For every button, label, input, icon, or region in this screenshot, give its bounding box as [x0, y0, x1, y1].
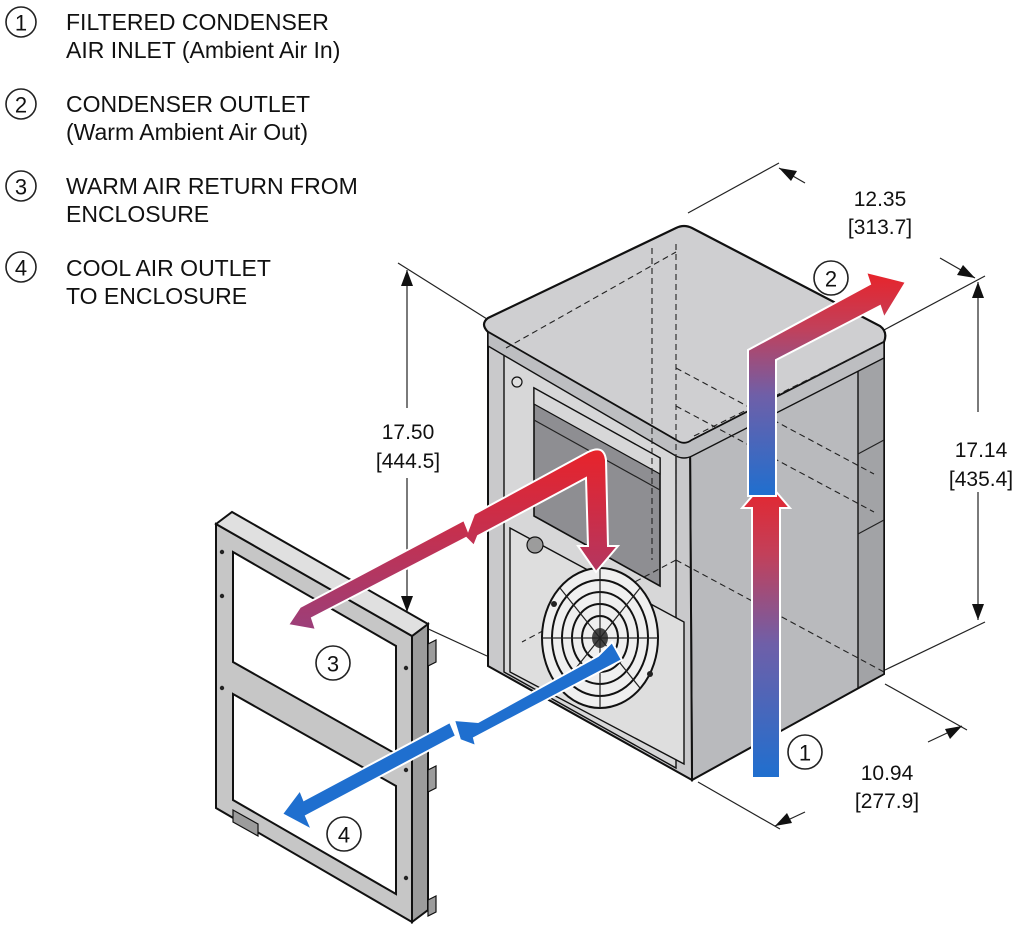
- legend-line-1: CONDENSER OUTLET: [66, 91, 310, 117]
- legend-line-1: FILTERED CONDENSER: [66, 9, 329, 35]
- legend-number: 1: [15, 11, 27, 36]
- dimension-arrowhead: [957, 265, 975, 278]
- depth-dimension-mm: [313.7]: [848, 216, 912, 239]
- callout-number: 2: [825, 267, 837, 292]
- panel-seam: [857, 519, 885, 535]
- legend-item-1: 1 FILTERED CONDENSER AIR INLET (Ambient …: [5, 6, 340, 63]
- width-dimension-inches: 10.94: [861, 762, 914, 785]
- extension-line: [697, 781, 781, 830]
- callout-1: 1: [787, 734, 823, 770]
- callout-number: 1: [799, 741, 811, 766]
- frame-screw: [403, 665, 409, 671]
- extension-line: [687, 162, 780, 214]
- cabinet-right-flange: [857, 338, 885, 690]
- legend-item-3: 3 WARM AIR RETURN FROM ENCLOSURE: [5, 170, 358, 227]
- height-left-dimension-inches: 17.50: [382, 421, 435, 444]
- dimension-arrowhead: [401, 270, 413, 286]
- callout-number: 3: [327, 652, 339, 677]
- dimension-lines: [397, 162, 986, 830]
- height-left-dimension-mm: [444.5]: [376, 450, 440, 473]
- legend-number: 4: [15, 256, 27, 281]
- frame-clip: [427, 895, 437, 917]
- legend-number: 3: [15, 175, 27, 200]
- callout-circle: [315, 645, 351, 681]
- frame-edge: [411, 622, 429, 924]
- panel-seam: [857, 439, 885, 455]
- cool-air-outlet-arrow-upper: [452, 640, 624, 748]
- legend-line-1: WARM AIR RETURN FROM: [66, 173, 358, 199]
- depth-dimension-inches: 12.35: [854, 188, 907, 211]
- legend-item-2: 2 CONDENSER OUTLET (Warm Ambient Air Out…: [5, 88, 310, 145]
- condenser-outlet-arrow: [747, 270, 908, 497]
- legend-item-4: 4 COOL AIR OUTLET TO ENCLOSURE: [5, 251, 271, 309]
- hidden-edge: [505, 251, 677, 349]
- legend-line-1: COOL AIR OUTLET: [66, 255, 271, 281]
- legend-number-circle: [5, 251, 37, 283]
- frame-screw: [403, 875, 409, 881]
- legend-line-2: (Warm Ambient Air Out): [66, 119, 308, 145]
- callout-2: 2: [813, 260, 849, 296]
- dimension-arrowhead: [779, 168, 797, 181]
- dimension-arrowhead: [401, 596, 413, 612]
- extension-line: [397, 262, 488, 320]
- dimension-arrowhead: [972, 282, 984, 298]
- callout-circle: [326, 816, 362, 852]
- callout-3: 3: [315, 645, 351, 681]
- opening-lip: [533, 386, 661, 476]
- cool-air-outlet-arrow-lower: [280, 720, 458, 833]
- fan-bolt: [551, 601, 557, 607]
- extension-line: [883, 275, 986, 331]
- callout-circle: [787, 734, 823, 770]
- dimension-arrowhead: [972, 604, 984, 620]
- mounting-screw: [511, 376, 523, 388]
- frame-corner-tab: [232, 808, 259, 838]
- legend-number-circle: [5, 170, 37, 202]
- callout-number: 4: [338, 823, 350, 848]
- frame-clip: [427, 639, 437, 667]
- drain-port: [526, 536, 544, 554]
- fan-bolt: [647, 671, 653, 677]
- frame-screw: [219, 549, 225, 555]
- legend-line-2: ENCLOSURE: [66, 201, 209, 227]
- extension-line: [884, 683, 968, 731]
- condenser-inlet-arrow: [739, 478, 793, 779]
- dimension-labels: 12.35 [313.7] 17.14 [435.4] 17.50 [444.5…: [376, 188, 1013, 813]
- legend-number: 2: [15, 93, 27, 118]
- mounting-frame: [214, 510, 437, 924]
- frame-clip: [427, 765, 437, 793]
- legend-line-2: AIR INLET (Ambient Air In): [66, 37, 340, 63]
- legend-line-2: TO ENCLOSURE: [66, 283, 247, 309]
- callout-4: 4: [326, 816, 362, 852]
- legend-number-circle: [5, 6, 37, 38]
- width-dimension-mm: [277.9]: [855, 790, 919, 813]
- frame-screw: [219, 593, 225, 599]
- legend: 1 FILTERED CONDENSER AIR INLET (Ambient …: [5, 6, 358, 309]
- extension-line: [884, 621, 986, 671]
- hidden-edge: [693, 347, 873, 437]
- warm-air-return-arrow: [286, 448, 621, 632]
- dimension-arrowhead: [775, 813, 792, 826]
- cabinet-top-edge: [487, 330, 885, 459]
- dimension-arrowhead: [945, 726, 962, 739]
- frame-screw: [219, 685, 225, 691]
- callout-circle: [813, 260, 849, 296]
- legend-number-circle: [5, 88, 37, 120]
- height-right-dimension-inches: 17.14: [955, 439, 1008, 462]
- height-right-dimension-mm: [435.4]: [949, 468, 1013, 491]
- frame-screw: [403, 767, 409, 773]
